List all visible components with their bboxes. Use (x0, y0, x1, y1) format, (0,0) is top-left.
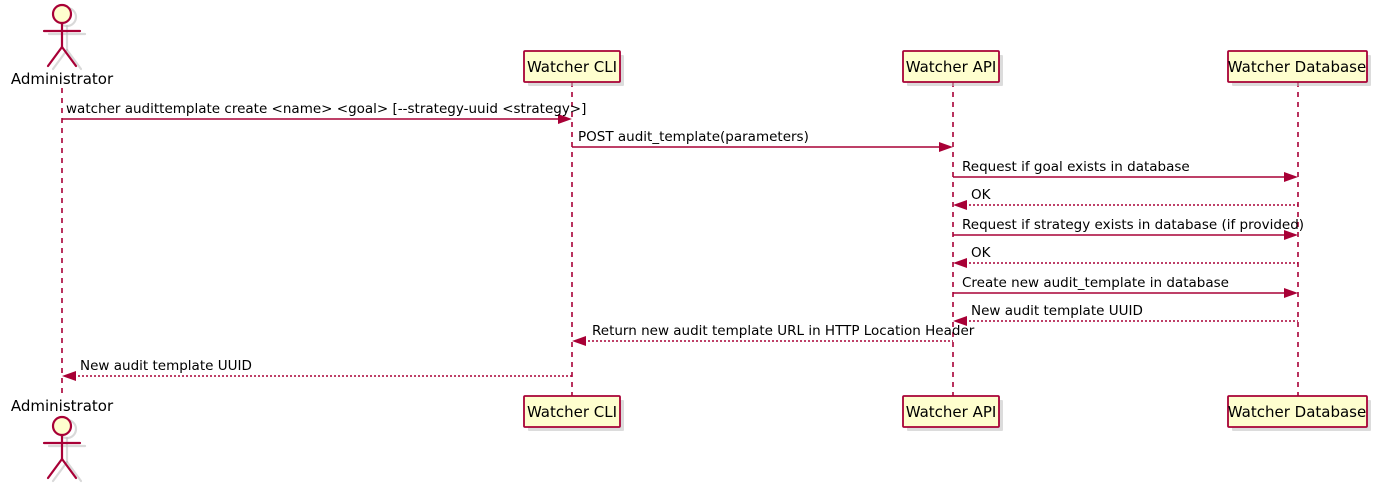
actor-leg-right-icon (60, 457, 78, 480)
arrow-head-right (1284, 172, 1298, 182)
participant-box[interactable] (523, 395, 621, 428)
participant-watcher-cli-bottom[interactable]: Watcher CLI (523, 395, 624, 431)
participant-watcher-api-top[interactable]: Watcher API (902, 50, 1003, 86)
message-8[interactable]: New audit template UUID (953, 303, 1298, 326)
arrow-head-left (953, 200, 967, 210)
actor-figure-bottom[interactable] (42, 415, 82, 480)
message-label-3: Request if goal exists in database (962, 159, 1190, 175)
messages: watcher audittemplate create <name> <goa… (62, 101, 1304, 381)
lifelines (61, 82, 1299, 396)
arrow-head-left (953, 316, 967, 326)
actor-leg-left-icon (46, 457, 64, 480)
participant-watcher-cli-top[interactable]: Watcher CLI (523, 50, 624, 86)
message-label-2: POST audit_template(parameters) (578, 129, 809, 145)
actor-administrator-top[interactable]: Administrator (11, 3, 114, 88)
arrow-head-left (572, 336, 586, 346)
message-label-8: New audit template UUID (971, 303, 1143, 319)
message-6[interactable]: OK (953, 245, 1298, 268)
arrow-head-left (62, 371, 76, 381)
actor-leg-right-icon (60, 45, 78, 68)
message-label-9: Return new audit template URL in HTTP Lo… (592, 323, 975, 339)
participant-box[interactable] (523, 50, 621, 83)
message-5[interactable]: Request if strategy exists in database (… (953, 217, 1304, 240)
message-label-10: New audit template UUID (80, 358, 252, 374)
participant-watcher-database-top[interactable]: Watcher Database (1227, 50, 1371, 86)
participant-label-watcher-api-top: Watcher API (906, 58, 997, 76)
arrow-head-right (1284, 288, 1298, 298)
arrow-head-left (953, 258, 967, 268)
participant-box[interactable] (1227, 50, 1368, 83)
actor-figure-top[interactable] (42, 3, 82, 68)
arrow-head-right (1284, 230, 1298, 240)
actor-head-icon (51, 3, 73, 25)
participant-label-watcher-database-bottom: Watcher Database (1228, 403, 1366, 421)
participant-boxes-top: Watcher CLI Watcher API Watcher Database (523, 50, 1371, 86)
arrow-head-right (939, 142, 953, 152)
message-3[interactable]: Request if goal exists in database (953, 159, 1298, 182)
participant-label-watcher-api-bottom: Watcher API (906, 403, 997, 421)
message-2[interactable]: POST audit_template(parameters) (572, 129, 953, 152)
message-label-5: Request if strategy exists in database (… (962, 217, 1304, 233)
message-9[interactable]: Return new audit template URL in HTTP Lo… (572, 323, 975, 346)
message-label-7: Create new audit_template in database (962, 275, 1229, 291)
actor-label-administrator-bottom: Administrator (11, 397, 114, 415)
participant-boxes-bottom: Watcher CLI Watcher API Watcher Database (523, 395, 1371, 431)
participant-label-watcher-cli-top: Watcher CLI (527, 58, 617, 76)
message-7[interactable]: Create new audit_template in database (953, 275, 1298, 298)
participant-box[interactable] (902, 50, 1000, 83)
actor-label-administrator-top: Administrator (11, 70, 114, 88)
participant-label-watcher-database-top: Watcher Database (1228, 58, 1366, 76)
message-4[interactable]: OK (953, 187, 1298, 210)
arrow-head-right (558, 114, 572, 124)
participant-box[interactable] (902, 395, 1000, 428)
message-1[interactable]: watcher audittemplate create <name> <goa… (62, 101, 586, 124)
message-10[interactable]: New audit template UUID (62, 358, 572, 381)
actor-administrator-bottom[interactable]: Administrator (11, 397, 114, 483)
participant-watcher-database-bottom[interactable]: Watcher Database (1227, 395, 1371, 431)
actor-head-icon (51, 415, 73, 437)
participant-label-watcher-cli-bottom: Watcher CLI (527, 403, 617, 421)
message-label-6: OK (971, 245, 992, 261)
participant-box[interactable] (1227, 395, 1368, 428)
message-label-4: OK (971, 187, 992, 203)
participant-watcher-api-bottom[interactable]: Watcher API (902, 395, 1003, 431)
actor-leg-left-icon (46, 45, 64, 68)
message-label-1: watcher audittemplate create <name> <goa… (66, 101, 586, 117)
